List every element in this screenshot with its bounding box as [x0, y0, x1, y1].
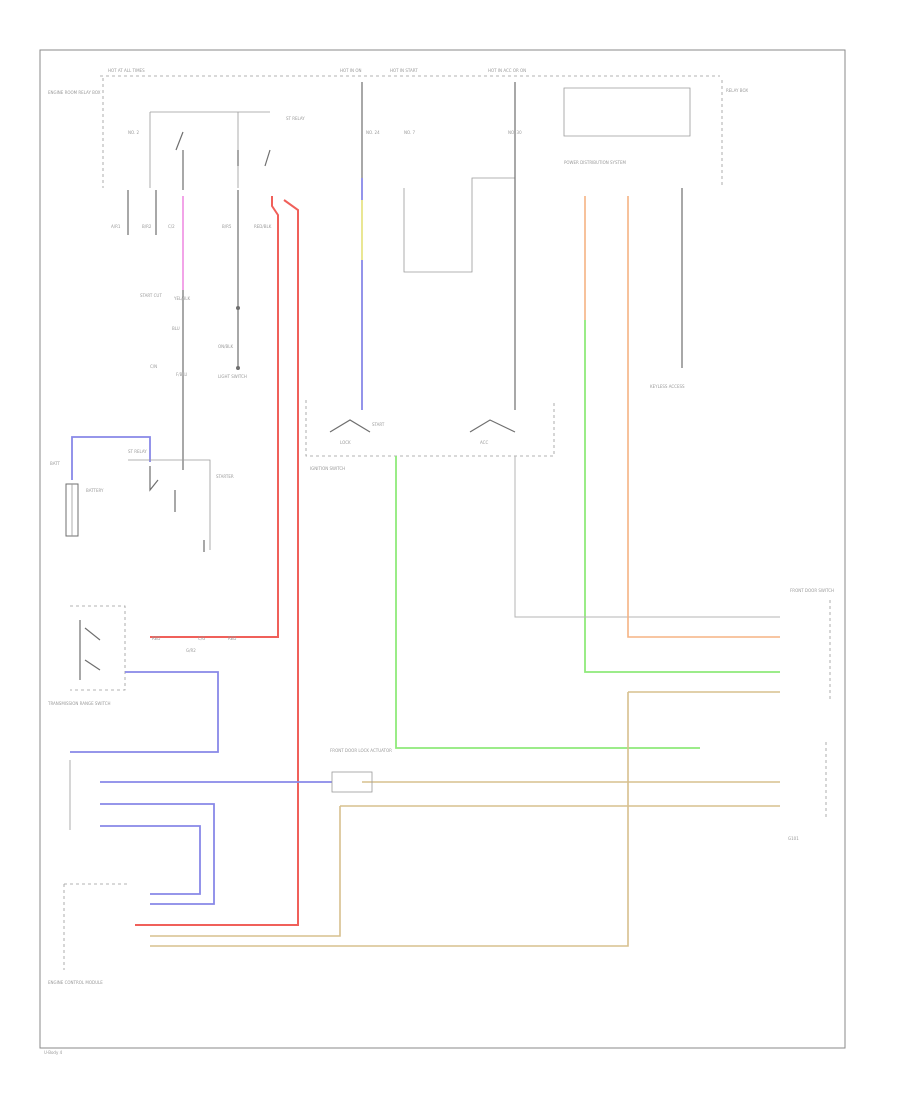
label-battery: BATTERY [86, 488, 104, 493]
ecm-box [63, 883, 130, 970]
wire-blue-1 [70, 671, 219, 753]
wire-red-main [150, 196, 279, 638]
footer-label: U-Body 4 [44, 1050, 63, 1055]
label-term-n: G/R2 [186, 648, 196, 653]
label-st-relay: ST RELAY [128, 449, 147, 454]
wire-blue-3 [100, 803, 215, 905]
diagram-border [39, 49, 846, 1049]
label-keyless: KEYLESS ACCESS [650, 384, 685, 389]
label-ground: G101 [788, 836, 799, 841]
front-door-lock-component [331, 771, 373, 793]
starter-switch [149, 466, 176, 512]
label-power-distribution: POWER DISTRIBUTION SYSTEM [564, 160, 626, 165]
label-front-door-lock: FRONT DOOR LOCK ACTUATOR [330, 748, 392, 753]
trans-switch-box [70, 605, 126, 691]
label-batt: BATT [50, 461, 61, 466]
label-relay-box-right: RELAY BOX [726, 88, 748, 93]
starter-box [128, 459, 211, 550]
wire-orange-2 [627, 196, 780, 638]
label-term-k: RED [152, 636, 160, 641]
ignition-contact-1 [329, 419, 371, 433]
label-term-g: BLU [172, 326, 180, 331]
wire-blue-starter [71, 436, 151, 480]
label-fuse-no2: NO. 2 [128, 130, 140, 135]
wire-tan-5 [150, 692, 629, 947]
relay-switch-1 [175, 131, 184, 190]
label-term-d: B/R5 [222, 224, 232, 229]
wire-green-2 [584, 320, 780, 673]
label-engine-relay-box: ENGINE ROOM RELAY BOX [48, 90, 101, 95]
label-st-relay-top: ST RELAY [286, 116, 305, 121]
wire-black-mid-1 [403, 177, 515, 273]
label-ignition-switch: IGNITION SWITCH [310, 466, 345, 471]
label-hot-in-acc-on: HOT IN ACC OR ON [488, 68, 526, 73]
relay-switch-2 [237, 149, 271, 167]
connector-dot-2 [236, 366, 240, 370]
label-term-j: ON/BLK [218, 344, 233, 349]
label-hot-at-all-times: HOT AT ALL TIMES [108, 68, 145, 73]
label-term-m: RED [228, 636, 236, 641]
connector-dot-1 [236, 306, 240, 310]
label-term-f: YEL/BLK [173, 296, 191, 301]
label-hot-in-on: HOT IN ON [340, 68, 361, 73]
label-term-i: F/BLU [176, 372, 187, 377]
wire-red-right [135, 199, 299, 926]
label-hot-in-start: HOT IN START [390, 68, 418, 73]
wire-green-1 [395, 456, 700, 749]
label-term-b: B/R2 [142, 224, 152, 229]
label-fuse-no7: NO. 7 [404, 130, 416, 135]
label-term-l: C/G [198, 636, 205, 641]
power-distribution-box [563, 87, 691, 137]
label-front-door-switch: FRONT DOOR SWITCH [790, 588, 834, 593]
label-term-c: C/2 [168, 224, 175, 229]
label-trans-range: TRANSMISSION RANGE SWITCH [47, 701, 111, 706]
label-acc: ACC [480, 440, 488, 445]
wire-tan-3 [150, 806, 341, 937]
label-ecm: ENGINE CONTROL MODULE [48, 980, 103, 985]
label-start: START [372, 422, 385, 427]
label-term-a: A/R1 [111, 224, 121, 229]
wire-blue-4 [100, 825, 201, 895]
label-start-cut: START CUT [140, 293, 162, 298]
label-fuse-no24: NO. 24 [366, 130, 380, 135]
label-term-h: C/N [150, 364, 157, 369]
ignition-contact-2 [469, 419, 516, 433]
label-lock: LOCK [340, 440, 351, 445]
label-term-e: RED/BLK [254, 224, 272, 229]
ignition-box [305, 400, 555, 457]
label-fuse-no30: NO. 30 [508, 130, 522, 135]
label-light-switch: LIGHT SWITCH [218, 374, 247, 379]
trans-switch-symbol [79, 620, 101, 680]
wire-grey-1 [514, 456, 780, 618]
label-starter: STARTER [216, 474, 234, 479]
